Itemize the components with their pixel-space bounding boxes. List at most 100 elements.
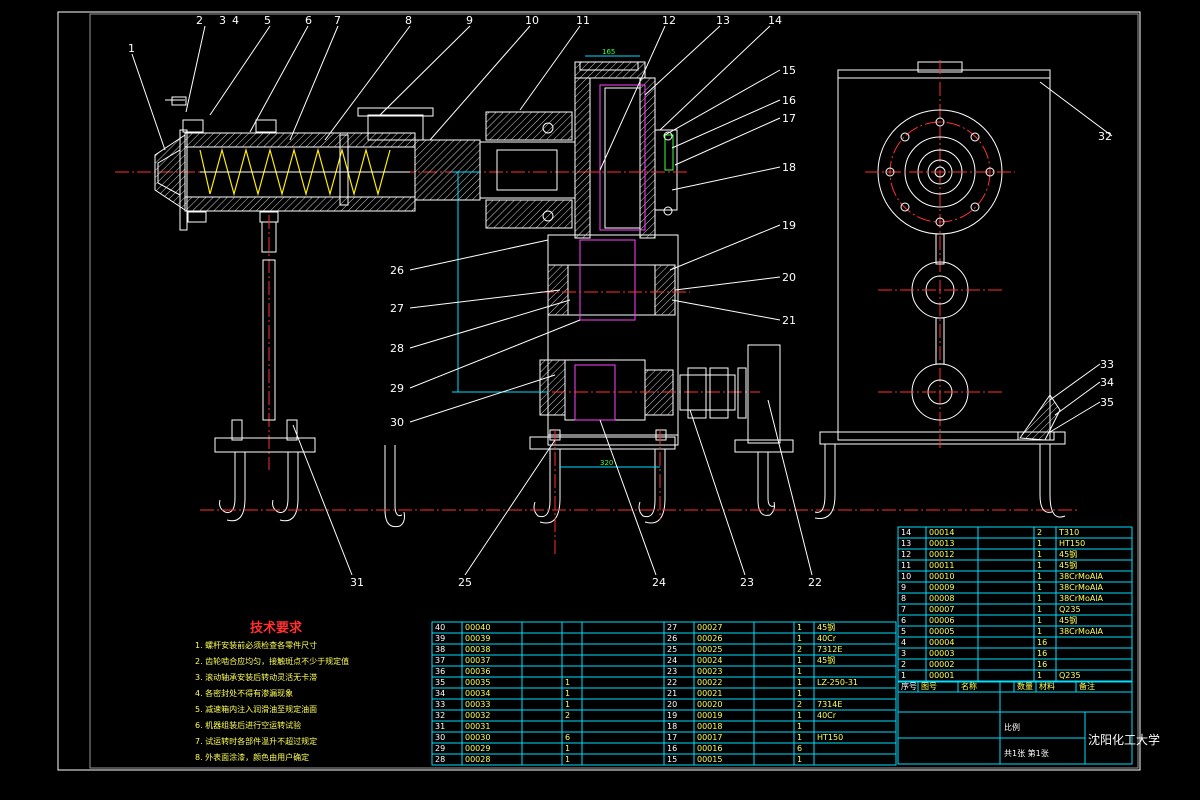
bom-cell: 00039 bbox=[465, 634, 490, 643]
bom-cell: 15 bbox=[667, 755, 677, 764]
bom-cell: 31 bbox=[435, 722, 445, 731]
bom-cell: 24 bbox=[667, 656, 677, 665]
balloon-9: 9 bbox=[466, 14, 473, 27]
bom-cell: 00023 bbox=[697, 667, 722, 676]
bom-cell: 1 bbox=[797, 755, 802, 764]
balloon-26: 26 bbox=[390, 264, 404, 277]
bom-cell: 34 bbox=[435, 689, 445, 698]
bom-cell: 1 bbox=[797, 711, 802, 720]
bom-cell: 1 bbox=[901, 671, 906, 680]
balloon-3: 3 bbox=[219, 14, 226, 27]
bom-cell: 7314E bbox=[817, 700, 842, 709]
bom-cell: 00010 bbox=[929, 572, 954, 581]
bom-cell: 17 bbox=[667, 733, 677, 742]
bom-cell: 2 bbox=[901, 660, 906, 669]
bom-cell: 00009 bbox=[929, 583, 954, 592]
bom-cell: 材料 bbox=[1039, 681, 1055, 691]
bom-cell: 1 bbox=[797, 733, 802, 742]
balloon-21: 21 bbox=[782, 314, 796, 327]
bom-cell: 29 bbox=[435, 744, 445, 753]
balloon-32: 32 bbox=[1098, 130, 1112, 143]
balloon-10: 10 bbox=[525, 14, 539, 27]
balloon-12: 12 bbox=[662, 14, 676, 27]
balloon-27: 27 bbox=[390, 302, 404, 315]
bom-cell: 00026 bbox=[697, 634, 722, 643]
bom-cell: T310 bbox=[1058, 528, 1079, 537]
bom-cell: 38CrMoAlA bbox=[1059, 627, 1104, 636]
dim-top-width: 165 bbox=[602, 48, 615, 56]
bom-cell: 00011 bbox=[929, 561, 954, 570]
balloon-20: 20 bbox=[782, 271, 796, 284]
balloon-4: 4 bbox=[232, 14, 239, 27]
bom-cell: 1 bbox=[797, 689, 802, 698]
bom-cell: 00001 bbox=[929, 671, 954, 680]
bom-cell: 2 bbox=[565, 711, 570, 720]
inner-frame bbox=[89, 13, 1139, 769]
balloon-16: 16 bbox=[782, 94, 796, 107]
bom-cell: 00014 bbox=[929, 528, 954, 537]
bom-cell: 00031 bbox=[465, 722, 490, 731]
bom-cell: 40Cr bbox=[817, 711, 837, 720]
bom-cell: 2 bbox=[797, 700, 802, 709]
bom-cell: 19 bbox=[667, 711, 677, 720]
bom-cell: 00007 bbox=[929, 605, 954, 614]
dimensions: 165 320 bbox=[452, 48, 660, 468]
bom-cell: 20 bbox=[667, 700, 677, 709]
bom-cell: 图号 bbox=[921, 682, 937, 691]
balloon-7: 7 bbox=[334, 14, 341, 27]
bom-cell: 28 bbox=[435, 755, 445, 764]
bom-cell: 名称 bbox=[961, 681, 977, 691]
bom-cell: 00035 bbox=[465, 678, 490, 687]
bom-cell: 00013 bbox=[929, 539, 954, 548]
coupling-motor bbox=[679, 344, 794, 516]
bom-cell: 45钢 bbox=[1059, 549, 1077, 559]
bom-cell: 3 bbox=[901, 649, 906, 658]
tech-req-item: 2. 齿轮啮合应均匀，接触斑点不少于规定值 bbox=[195, 656, 349, 666]
bom-cell: 16 bbox=[1037, 638, 1047, 647]
balloon-17: 17 bbox=[782, 112, 796, 125]
extruder-barrel bbox=[115, 107, 600, 231]
title-block: 比例 共1张 第1张 沈阳化工大学 bbox=[897, 681, 1160, 765]
balloon-13: 13 bbox=[716, 14, 730, 27]
bom-cell: 4 bbox=[901, 638, 906, 647]
bom-cell: 16 bbox=[1037, 660, 1047, 669]
balloon-33: 33 bbox=[1100, 358, 1114, 371]
balloon-31: 31 bbox=[350, 576, 364, 589]
bom-cell: 14 bbox=[901, 528, 911, 537]
bom-cell: 40Cr bbox=[817, 634, 837, 643]
bom-cell: 00028 bbox=[465, 755, 490, 764]
bom-cell: 1 bbox=[565, 755, 570, 764]
bom-cell: 00027 bbox=[697, 623, 722, 632]
balloon-15: 15 bbox=[782, 64, 796, 77]
balloon-24: 24 bbox=[652, 576, 666, 589]
bom-cell: 1 bbox=[1037, 539, 1042, 548]
technical-requirements: 技术要求 1. 螺杆安装前必须检查各零件尺寸 2. 齿轮啮合应均匀，接触斑点不少… bbox=[195, 620, 349, 762]
tech-req-item: 7. 试运转时各部件温升不超过规定 bbox=[195, 736, 317, 746]
bom-cell: 22 bbox=[667, 678, 677, 687]
bom-cell: 37 bbox=[435, 656, 445, 665]
bom-cell: Q235 bbox=[1059, 671, 1081, 680]
bom-cell: 1 bbox=[565, 700, 570, 709]
bom-cell: 7312E bbox=[817, 645, 842, 654]
bom-cell: 00020 bbox=[697, 700, 722, 709]
bom-cell: 21 bbox=[667, 689, 677, 698]
scale-label: 比例 bbox=[1004, 722, 1020, 732]
bom-cell: 6 bbox=[797, 744, 802, 753]
bom-cell: 6 bbox=[901, 616, 906, 625]
bom-cell: 9 bbox=[901, 583, 906, 592]
bom-cell: 00038 bbox=[465, 645, 490, 654]
balloon-1: 1 bbox=[128, 42, 135, 55]
bom-cell: 1 bbox=[797, 634, 802, 643]
bom-cell: 1 bbox=[797, 722, 802, 731]
bom-cell: 00012 bbox=[929, 550, 954, 559]
bom-cell: 00015 bbox=[697, 755, 722, 764]
bom-cell: 27 bbox=[667, 623, 677, 632]
part-balloons: 1 2 3 4 5 6 7 8 9 10 11 12 13 14 15 16 1… bbox=[128, 14, 1114, 589]
bom-cell: 1 bbox=[565, 678, 570, 687]
tech-req-item: 6. 机器组装后进行空运转试验 bbox=[195, 720, 301, 730]
tech-req-item: 4. 各密封处不得有渗漏现象 bbox=[195, 688, 293, 698]
bom-cell: 7 bbox=[901, 605, 906, 614]
bom-cell: 38CrMoAlA bbox=[1059, 572, 1104, 581]
bom-cell: 00018 bbox=[697, 722, 722, 731]
